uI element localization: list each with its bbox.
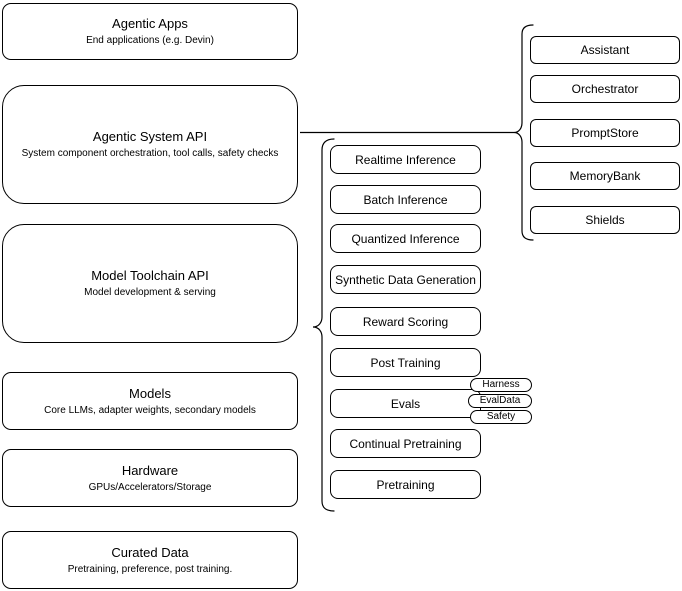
node-subtitle: System component orchestration, tool cal… <box>21 148 279 159</box>
node-batch-inference: Batch Inference <box>330 185 481 214</box>
node-label: Evals <box>390 396 421 411</box>
node-title: Agentic Apps <box>112 16 188 31</box>
node-label: Realtime Inference <box>355 152 456 167</box>
tag-harness: Harness <box>470 378 532 392</box>
node-agentic-system-api: Agentic System API System component orch… <box>2 85 298 204</box>
node-subtitle: Model development & serving <box>84 287 216 298</box>
node-title: Hardware <box>121 462 179 478</box>
node-label: Continual Pretraining <box>349 436 462 451</box>
node-subtitle: Pretraining, preference, post training. <box>67 563 233 575</box>
node-label: Batch Inference <box>363 192 448 207</box>
node-quantized-inference: Quantized Inference <box>330 224 481 253</box>
node-post-training: Post Training <box>330 348 481 377</box>
node-title: Model Toolchain API <box>91 268 209 283</box>
node-label: Assistant <box>580 43 630 57</box>
node-model-toolchain-api: Model Toolchain API Model development & … <box>2 224 298 343</box>
node-label: Shields <box>585 213 625 227</box>
node-label: Reward Scoring <box>362 314 449 329</box>
tag-safety: Safety <box>470 410 532 424</box>
node-models: Models Core LLMs, adapter weights, secon… <box>2 372 298 430</box>
node-promptstore: PromptStore <box>530 119 680 147</box>
node-evals: Evals <box>330 389 481 418</box>
tag-label: Safety <box>486 411 516 422</box>
node-title: Agentic System API <box>92 129 208 144</box>
node-subtitle: Core LLMs, adapter weights, secondary mo… <box>44 404 256 416</box>
node-pretraining: Pretraining <box>330 470 481 499</box>
node-subtitle: GPUs/Accelerators/Storage <box>88 481 212 493</box>
node-label: Post Training <box>370 355 441 370</box>
node-label: Quantized Inference <box>351 231 460 246</box>
node-hardware: Hardware GPUs/Accelerators/Storage <box>2 449 298 507</box>
node-label: Pretraining <box>376 477 435 492</box>
node-title: Models <box>129 385 171 401</box>
tag-label: Harness <box>482 379 520 390</box>
node-subtitle: End applications (e.g. Devin) <box>86 35 214 46</box>
node-label: PromptStore <box>571 126 639 140</box>
node-agentic-apps: Agentic Apps End applications (e.g. Devi… <box>2 3 298 60</box>
node-label: Synthetic Data Generation <box>335 272 476 287</box>
node-synthetic-data-generation: Synthetic Data Generation <box>330 265 481 294</box>
node-memorybank: MemoryBank <box>530 162 680 190</box>
node-realtime-inference: Realtime Inference <box>330 145 481 174</box>
node-orchestrator: Orchestrator <box>530 75 680 103</box>
tag-evaldata: EvalData <box>468 394 532 408</box>
node-assistant: Assistant <box>530 36 680 64</box>
node-continual-pretraining: Continual Pretraining <box>330 429 481 458</box>
node-title: Curated Data <box>111 544 189 560</box>
node-reward-scoring: Reward Scoring <box>330 307 481 336</box>
node-curated-data: Curated Data Pretraining, preference, po… <box>2 531 298 589</box>
tag-label: EvalData <box>479 395 521 406</box>
node-label: MemoryBank <box>569 169 641 183</box>
node-shields: Shields <box>530 206 680 234</box>
node-label: Orchestrator <box>571 82 639 96</box>
